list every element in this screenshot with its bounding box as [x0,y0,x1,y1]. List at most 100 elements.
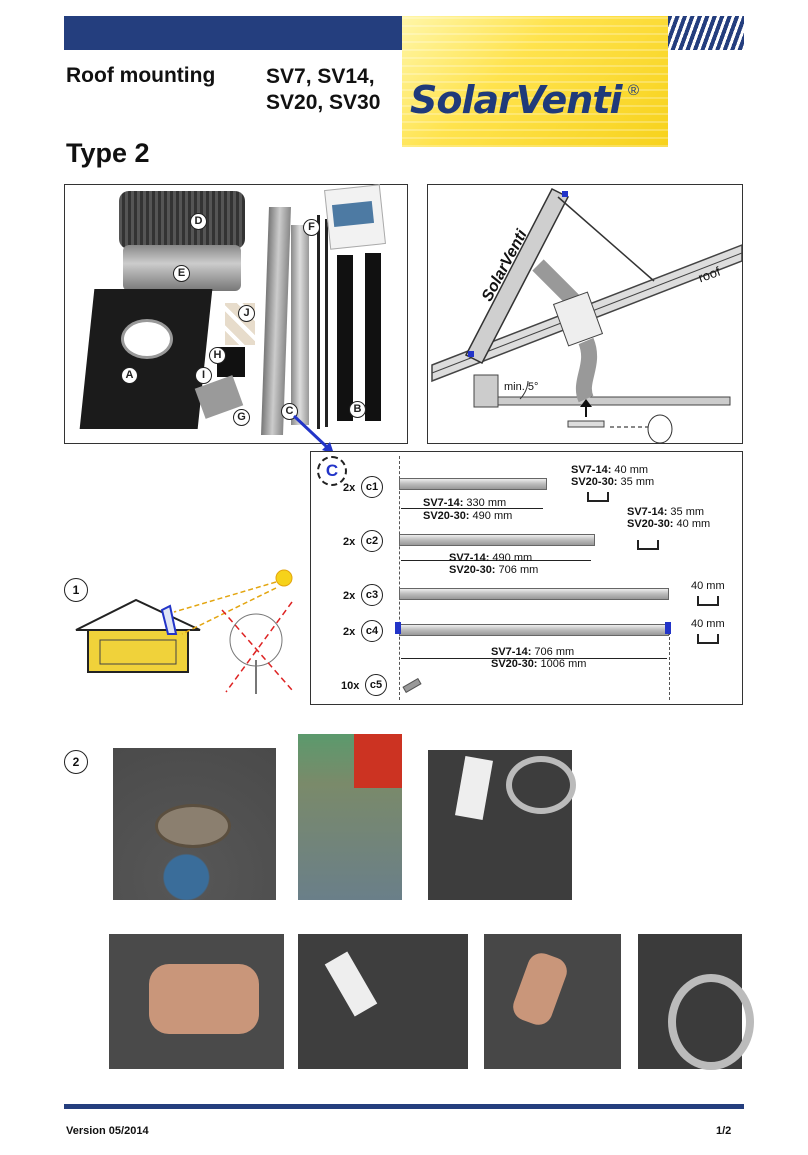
c1-prof-b-label: SV20-30: [571,476,618,488]
label-f: F [303,219,320,236]
finger [509,949,571,1029]
installation-diagram: SolarVenti roof min. 5° [427,184,743,444]
pointer-arrow-line [292,414,330,450]
label-c: C [281,403,298,420]
air-arrow-head [580,399,592,407]
rails-panel: C 2x c1 SV7-14: 330 mm SV20-30: 490 mm S… [310,451,743,705]
sun-ray-2 [181,587,277,635]
cable-ties-image-2 [325,219,328,427]
duct-ring [668,974,754,1070]
rail-c1 [399,478,547,490]
c2-qty: 2x [343,536,356,548]
controller [647,414,673,444]
step-2-badge: 2 [64,750,88,774]
sealant-tube [455,756,493,820]
tree-icon [229,613,283,667]
c2-profile-icon [637,540,659,550]
c1-len-b-label: SV20-30: [423,510,470,522]
rails-image-2 [291,225,309,425]
manual-image-photo [331,200,375,228]
label-d: D [190,213,207,230]
c1-profile-a: SV7-14: 40 mm [571,464,648,476]
header-stripes [668,16,744,50]
pointer-arrow [292,414,334,454]
house-panel [160,604,178,635]
c1-prof-b-value: 35 mm [620,476,655,488]
c1-profile-icon [587,492,609,502]
label-j: J [238,305,255,322]
label-a: A [121,367,138,384]
c4-len-a-label: SV7-14: [491,646,532,658]
foam-strips-image-2 [365,253,381,421]
sun-ray-1 [173,581,277,613]
support-strut [557,196,655,282]
c1-label: c1 [361,476,383,498]
photo-screwing [638,934,754,1070]
hand-1 [149,964,259,1034]
photo-pressing [109,934,284,1069]
jigsaw-red [354,734,402,788]
parts-photo: D E A F J H I G C B [64,184,408,444]
angle-arc [519,380,529,400]
label-e: E [173,265,190,282]
model-list: SV7, SV14, SV20, SV30 [266,64,380,116]
c1-profile-b: SV20-30: 35 mm [571,476,654,488]
label-b: B [349,401,366,418]
cross-line-2 [225,601,293,693]
model-line-1: SV7, SV14, [266,65,375,88]
section-c-label: C [317,456,347,486]
c1-len-a: SV7-14: 330 mm [423,497,506,509]
c2-dim-line [401,560,591,561]
house-roof [75,598,201,631]
c2-prof-b-label: SV20-30: [627,518,674,530]
bracket-top [562,191,568,197]
footer-bar [64,1104,744,1109]
flex-duct [575,337,598,403]
c5-label: c5 [365,674,387,696]
flange-ring [506,756,576,814]
ceiling [497,396,731,406]
c4-qty: 2x [343,626,356,638]
label-i: I [195,367,212,384]
c4-bracket-left [395,622,401,634]
label-h: H [209,347,226,364]
c2-len-a-label: SV7-14: [449,552,490,564]
photo-jigsaw [298,734,402,900]
c1-len-a-label: SV7-14: [423,497,464,509]
hole-saw [155,804,231,848]
house-window [99,639,177,665]
flashing-image [79,289,213,429]
c2-prof-b-value: 40 mm [676,518,711,530]
page-number: 1/2 [716,1125,732,1137]
label-g: G [233,409,250,426]
c4-len-a: SV7-14: 706 mm [491,646,574,658]
flex-hose-image [119,191,245,249]
c1-len-b: SV20-30: 490 mm [423,510,512,522]
rail-c3 [399,588,669,600]
c2-label: c2 [361,530,383,552]
c4-label: c4 [361,620,383,642]
c2-len-b: SV20-30: 706 mm [449,564,538,576]
c1-prof-a-value: 40 mm [614,464,649,476]
registered-mark: ® [628,82,640,99]
bracket-bottom [468,351,474,357]
guide-line-left [399,456,400,700]
photo-smoothing [484,934,621,1069]
c1-dim-line [401,508,543,509]
c2-len-b-label: SV20-30: [449,564,496,576]
model-line-2: SV20, SV30 [266,91,381,114]
cross-line-1 [221,609,293,691]
c1-qty: 2x [343,482,356,494]
c2-len-a: SV7-14: 490 mm [449,552,532,564]
rail-c4 [399,624,669,636]
c1-len-a-value: 330 mm [466,497,507,509]
c5-qty: 10x [341,680,360,692]
c2-profile-a: SV7-14: 35 mm [627,506,704,518]
step-1-badge: 1 [64,578,88,602]
c4-profile: 40 mm [691,618,725,630]
page-title: Roof mounting [66,64,216,87]
c1-prof-a-label: SV7-14: [571,464,612,476]
c1-len-b-value: 490 mm [472,510,513,522]
c2-prof-a-value: 35 mm [670,506,705,518]
sun-orientation-illustration [75,569,293,694]
